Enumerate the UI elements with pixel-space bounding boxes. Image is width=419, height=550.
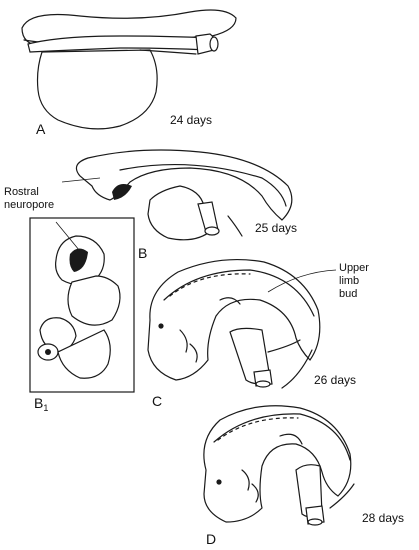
- panel-label-b1-subscript: 1: [43, 403, 49, 413]
- embryo-b1-illustration: [37, 235, 121, 379]
- panel-label-a: A: [36, 121, 46, 137]
- panel-b1-frame: [29, 217, 135, 393]
- upper-limb-bud-line-3: bud: [339, 288, 358, 300]
- panel-label-b: B: [138, 245, 148, 261]
- rostral-neuropore-pointer-b: [61, 177, 101, 183]
- upper-limb-bud-label: Upper limb bud: [339, 262, 369, 301]
- rostral-neuropore-label: Rostral neuropore: [4, 186, 54, 212]
- embryo-a-illustration: [21, 9, 237, 130]
- panel-label-b1-letter: B: [34, 395, 44, 411]
- panel-label-d: D: [206, 531, 217, 547]
- upper-limb-bud-pointer: [267, 269, 337, 293]
- age-label-b: 25 days: [255, 221, 298, 235]
- age-label-a: 24 days: [170, 113, 213, 127]
- embryo-c-illustration: [147, 258, 321, 389]
- embryo-d-illustration: [203, 405, 355, 526]
- upper-limb-bud-line-2: limb: [339, 275, 360, 287]
- panel-label-c: C: [152, 393, 163, 409]
- age-label-d: 28 days: [362, 511, 405, 525]
- rostral-neuropore-line-2: neuropore: [4, 199, 55, 211]
- embryo-b-illustration: [75, 149, 293, 241]
- rostral-neuropore-line-1: Rostral: [4, 186, 39, 198]
- rostral-neuropore-pointer: [55, 221, 85, 257]
- panel-label-b1: B1: [34, 396, 48, 413]
- upper-limb-bud-line-1: Upper: [339, 262, 369, 274]
- age-label-c: 26 days: [314, 373, 357, 387]
